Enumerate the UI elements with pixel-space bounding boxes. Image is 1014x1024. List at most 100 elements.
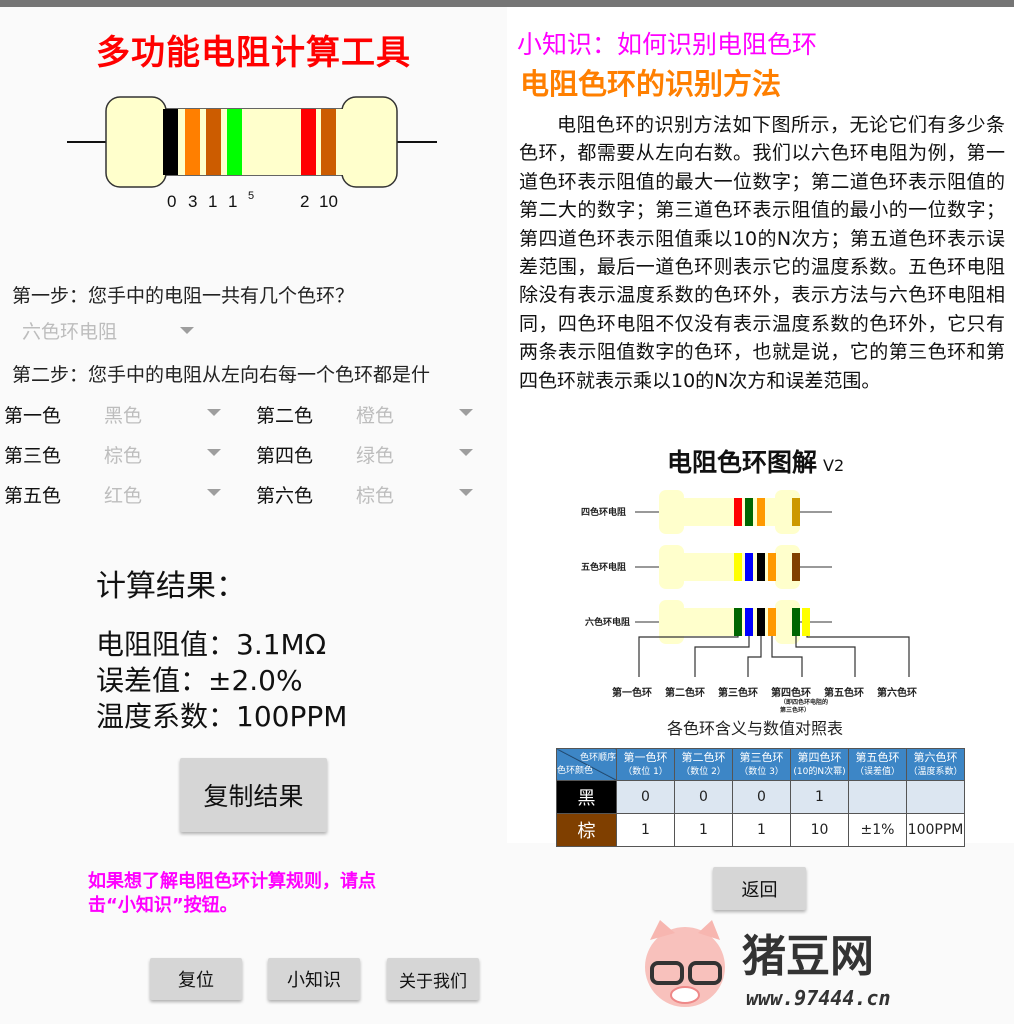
table-column-header: 第四色环(10的N次幂) bbox=[790, 748, 849, 781]
chevron-down-icon bbox=[459, 489, 473, 496]
hint-text: 如果想了解电阻色环计算规则，请点击“小知识”按钮。 bbox=[88, 871, 376, 916]
diagram-band bbox=[757, 608, 765, 636]
status-bar bbox=[0, 0, 1014, 7]
app-title: 多功能电阻计算工具 bbox=[96, 33, 411, 73]
chevron-down-icon bbox=[207, 449, 221, 456]
chevron-down-icon bbox=[459, 449, 473, 456]
table-column-header: 第一色环（数位 1） bbox=[616, 748, 675, 781]
resistor-band bbox=[227, 109, 242, 175]
band-label: 第二色 bbox=[256, 405, 314, 427]
band-color-dropdown[interactable]: 黑色 bbox=[104, 401, 234, 429]
band-color-dropdown[interactable]: 红色 bbox=[104, 481, 234, 509]
band-count-value: 六色环电阻 bbox=[22, 321, 118, 343]
band-color-value: 绿色 bbox=[356, 445, 395, 467]
band-count-dropdown[interactable]: 六色环电阻 bbox=[22, 317, 202, 347]
ring-label: 第二色环 bbox=[665, 688, 705, 699]
copy-result-button[interactable]: 复制结果 bbox=[180, 758, 327, 832]
tips-button[interactable]: 小知识 bbox=[268, 958, 360, 1000]
tips-content-scroll[interactable]: 小知识：如何识别电阻色环 电阻色环的识别方法 电阻色环的识别方法如下图所示，无论… bbox=[507, 7, 1014, 847]
header-sub: （数位 3） bbox=[739, 766, 784, 777]
about-button[interactable]: 关于我们 bbox=[387, 958, 479, 1000]
header-sub: （温度系数） bbox=[908, 766, 963, 777]
table-cell bbox=[906, 780, 965, 814]
diagram-band bbox=[757, 498, 765, 526]
header-name: 第五色环 bbox=[855, 750, 900, 764]
resistor-band bbox=[301, 109, 316, 175]
table-cell: 1 bbox=[674, 813, 733, 847]
diagram-band bbox=[792, 553, 800, 581]
tips-screen: 小知识：如何识别电阻色环 电阻色环的识别方法 电阻色环的识别方法如下图所示，无论… bbox=[507, 7, 1014, 1024]
corner-top: 色环顺序 bbox=[579, 752, 616, 763]
band-digit: 1 bbox=[208, 192, 217, 211]
band-color-value: 棕色 bbox=[104, 445, 143, 467]
band-digit: 2 bbox=[300, 192, 309, 211]
result-heading: 计算结果： bbox=[96, 569, 246, 604]
table-column-header: 第六色环 （温度系数） bbox=[906, 748, 965, 781]
chevron-down-icon bbox=[207, 409, 221, 416]
header-name: 第六色环 bbox=[913, 750, 958, 764]
diagram-title-text: 电阻色环图解 bbox=[667, 448, 818, 477]
color-code-table: 色环顺序色环颜色第一色环（数位 1）第二色环（数位 2）第三色环（数位 3）第四… bbox=[556, 748, 965, 847]
table-cell: 0 bbox=[732, 780, 791, 814]
diagram-band bbox=[734, 608, 742, 636]
table-title: 各色环含义与数值对照表 bbox=[667, 719, 844, 738]
band-color-dropdown[interactable]: 橙色 bbox=[356, 401, 486, 429]
back-button[interactable]: 返回 bbox=[713, 867, 806, 910]
diagram-band bbox=[768, 553, 776, 581]
ring-label: 第四色环 bbox=[771, 688, 811, 699]
resistor-type-label: 六色环电阻 bbox=[585, 618, 631, 628]
diagram-band bbox=[734, 498, 742, 526]
band-color-value: 红色 bbox=[104, 485, 143, 507]
section-heading: 电阻色环的识别方法 bbox=[520, 67, 782, 101]
band-digit: 3 bbox=[188, 192, 197, 211]
band-digit: 1 bbox=[228, 192, 237, 211]
header-name: 第四色环 bbox=[797, 750, 842, 764]
table-column-header: 第二色环 （数位 2） bbox=[674, 748, 733, 781]
band-label: 第四色 bbox=[256, 445, 314, 467]
table-column-header: 第五色环（误差值） bbox=[848, 748, 907, 781]
band-label: 第六色 bbox=[256, 485, 314, 507]
band-label: 第三色 bbox=[4, 445, 62, 467]
explanation-paragraph: 电阻色环的识别方法如下图所示，无论它们有多少条色环，都需要从左向右数。我们以六色… bbox=[519, 114, 1005, 392]
diagram-band bbox=[792, 498, 800, 526]
table-cell: 1 bbox=[732, 813, 791, 847]
ring-label: 第三色环 bbox=[718, 688, 758, 699]
resistor-band bbox=[206, 109, 221, 175]
resistor-type-label: 四色环电阻 bbox=[581, 508, 627, 518]
table-cell: 0 bbox=[674, 780, 733, 814]
band-color-dropdown[interactable]: 棕色 bbox=[104, 441, 234, 469]
band-label: 第五色 bbox=[4, 485, 62, 507]
band-color-value: 黑色 bbox=[104, 405, 143, 427]
band-digit: 5 bbox=[248, 190, 254, 202]
resistor-band bbox=[185, 109, 200, 175]
diagram-band bbox=[757, 553, 765, 581]
resistor-type-label: 五色环电阻 bbox=[581, 563, 627, 573]
band-digit: 0 bbox=[167, 192, 176, 211]
header-sub: （数位 1） bbox=[623, 766, 668, 777]
band-color-value: 橙色 bbox=[356, 405, 395, 427]
band-label: 第一色 bbox=[4, 405, 62, 427]
band-color-dropdown[interactable]: 棕色 bbox=[356, 481, 486, 509]
ring-label: 第五色环 bbox=[824, 688, 864, 699]
table-cell: 10 bbox=[790, 813, 849, 847]
band-color-dropdown[interactable]: 绿色 bbox=[356, 441, 486, 469]
header-name: 第二色环 bbox=[681, 750, 726, 764]
step1-label: 第一步：您手中的电阻一共有几个色环？ bbox=[12, 285, 355, 307]
table-corner-header: 色环顺序色环颜色 bbox=[556, 748, 617, 781]
diagram-band bbox=[745, 608, 753, 636]
reset-button[interactable]: 复位 bbox=[150, 958, 242, 1000]
header-sub: （数位 2） bbox=[681, 766, 726, 777]
chevron-down-icon bbox=[180, 327, 194, 334]
diagram-band bbox=[802, 608, 810, 636]
diagram-band bbox=[734, 553, 742, 581]
ring4-note: （即四色环电阻的第三色环） bbox=[780, 699, 829, 714]
step2-label: 第二步：您手中的电阻从左向右每一个色环都是什 bbox=[12, 364, 431, 386]
band-color-value: 棕色 bbox=[356, 485, 395, 507]
diagram-band bbox=[768, 608, 776, 636]
resistance-value: 电阻阻值：3.1MΩ bbox=[96, 628, 327, 661]
